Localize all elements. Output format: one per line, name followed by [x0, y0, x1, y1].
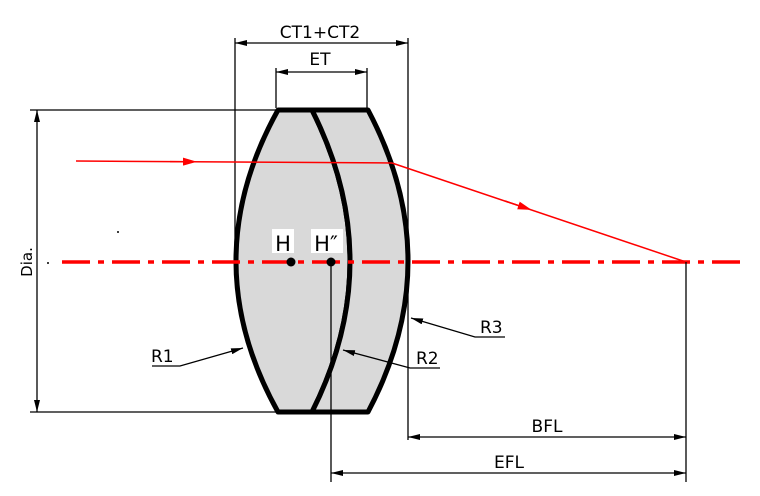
et-label: ET	[309, 50, 331, 70]
dot-mark	[47, 262, 49, 264]
h-double-label: H″	[314, 232, 338, 256]
h-point	[286, 257, 296, 267]
r1-label: R1	[151, 347, 174, 367]
r2-label: R2	[416, 349, 439, 369]
dia-label: Dia.	[18, 247, 36, 277]
light-ray	[75, 157, 687, 263]
efl-label: EFL	[494, 453, 525, 473]
dot-mark	[117, 231, 119, 233]
h-label: H	[275, 232, 291, 256]
ct-dimension	[234, 38, 409, 440]
r3-label: R3	[480, 318, 503, 338]
r2-leader	[342, 349, 440, 369]
r1-leader	[152, 347, 244, 367]
r3-leader	[410, 317, 505, 338]
lens-element-2	[309, 107, 411, 415]
ct-label: CT1+CT2	[280, 23, 360, 43]
bfl-label: BFL	[532, 417, 563, 437]
dia-dimension	[30, 109, 278, 413]
et-dimension	[275, 68, 368, 108]
